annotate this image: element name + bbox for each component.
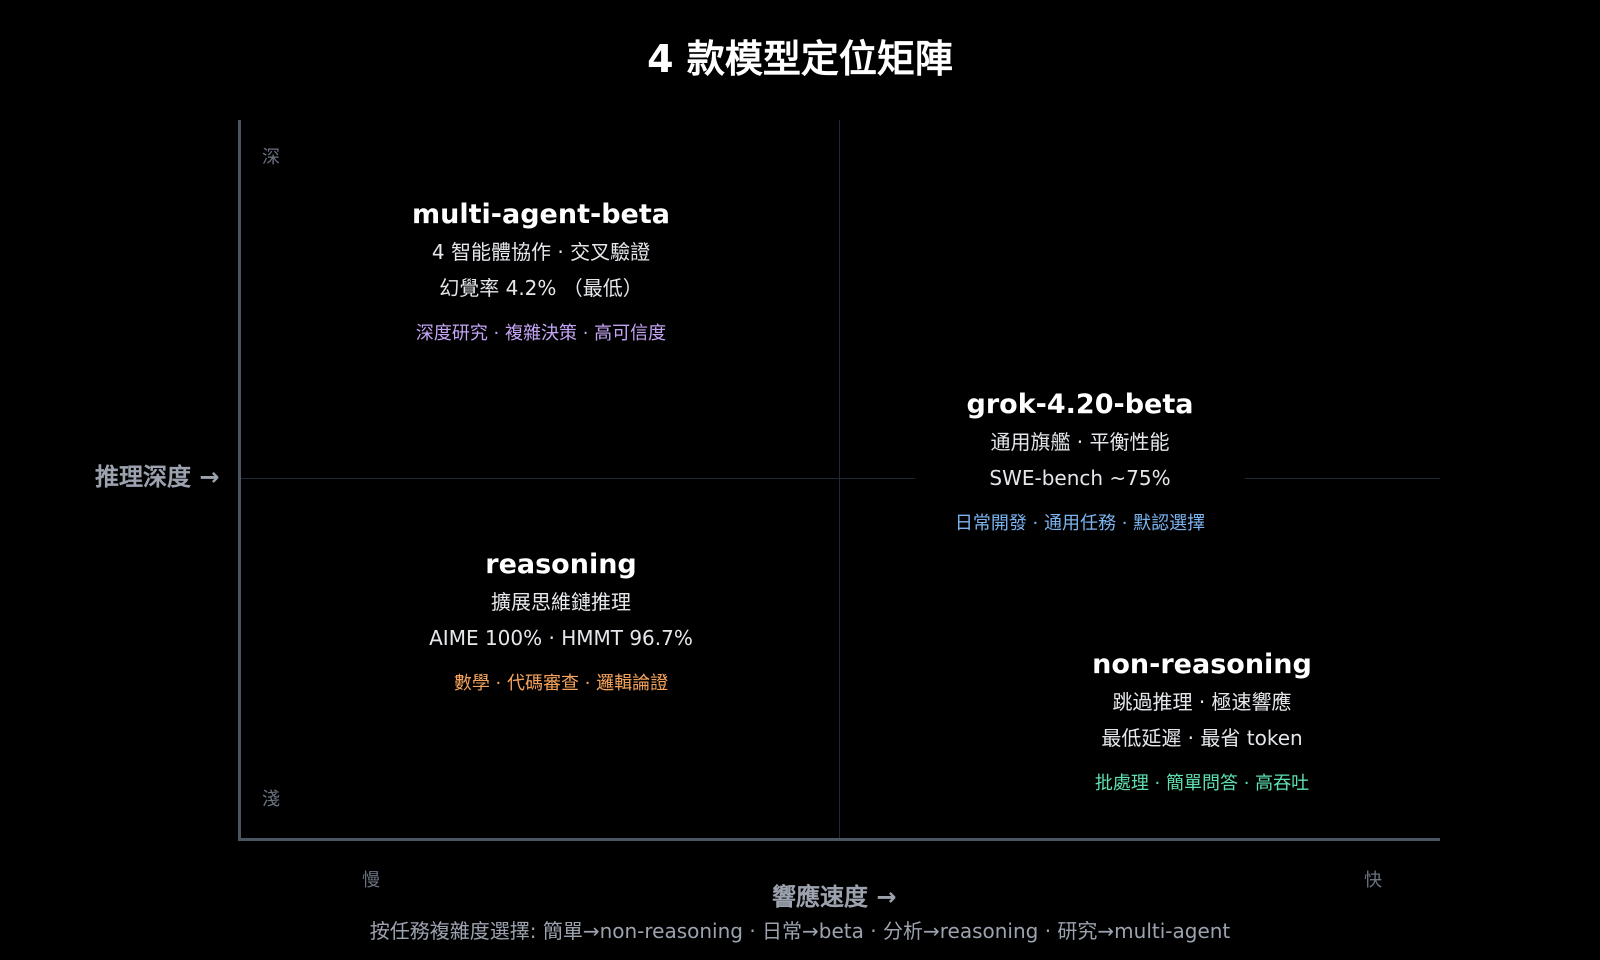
quadrant-reasoning: reasoning 擴展思維鏈推理 AIME 100% · HMMT 96.7%… (429, 546, 693, 698)
model-metric: 最低延遲 · 最省 token (1101, 726, 1303, 750)
x-axis-title: 響應速度 → (772, 883, 897, 911)
quadrant-grok-4-20-beta: grok-4.20-beta 通用旗艦 · 平衡性能 SWE-bench ~75… (914, 386, 1246, 538)
model-metric: SWE-bench ~75% (989, 466, 1171, 490)
vertical-midline (839, 120, 840, 838)
y-axis-bottom-label: 淺 (262, 789, 280, 810)
y-axis-top-label: 深 (262, 147, 280, 168)
model-metric: 幻覺率 4.2% （最低） (439, 276, 643, 300)
model-feature: 跳過推理 · 極速響應 (1112, 690, 1292, 714)
quadrant-multi-agent-beta: multi-agent-beta 4 智能體協作 · 交叉驗證 幻覺率 4.2%… (412, 196, 670, 348)
page-title: 4 款模型定位矩陣 (647, 37, 953, 81)
model-metric: AIME 100% · HMMT 96.7% (429, 626, 693, 650)
model-feature: 通用旗艦 · 平衡性能 (990, 430, 1170, 454)
y-axis-title: 推理深度 → (95, 463, 220, 491)
x-axis-line (238, 838, 1440, 841)
x-axis-right-label: 快 (1364, 870, 1382, 891)
model-use-cases: 日常開發 · 通用任務 · 默認選擇 (954, 513, 1206, 534)
model-name: grok-4.20-beta (966, 389, 1194, 420)
y-axis-line (238, 120, 241, 840)
model-use-cases: 深度研究 · 複雜決策 · 高可信度 (415, 323, 667, 344)
model-use-cases: 數學 · 代碼審查 · 邏輯論證 (453, 673, 669, 694)
x-axis-left-label: 慢 (362, 870, 380, 891)
model-name: non-reasoning (1092, 649, 1312, 680)
model-name: multi-agent-beta (412, 199, 670, 230)
model-use-cases: 批處理 · 簡單問答 · 高吞吐 (1094, 773, 1310, 794)
model-feature: 4 智能體協作 · 交叉驗證 (431, 240, 651, 264)
model-feature: 擴展思維鏈推理 (491, 590, 631, 614)
selection-guide-footer: 按任務複雜度選擇: 簡單→non-reasoning · 日常→beta · 分… (369, 919, 1231, 943)
quadrant-non-reasoning: non-reasoning 跳過推理 · 極速響應 最低延遲 · 最省 toke… (1092, 646, 1312, 798)
horizontal-midline (241, 478, 1440, 479)
model-name: reasoning (485, 549, 637, 580)
